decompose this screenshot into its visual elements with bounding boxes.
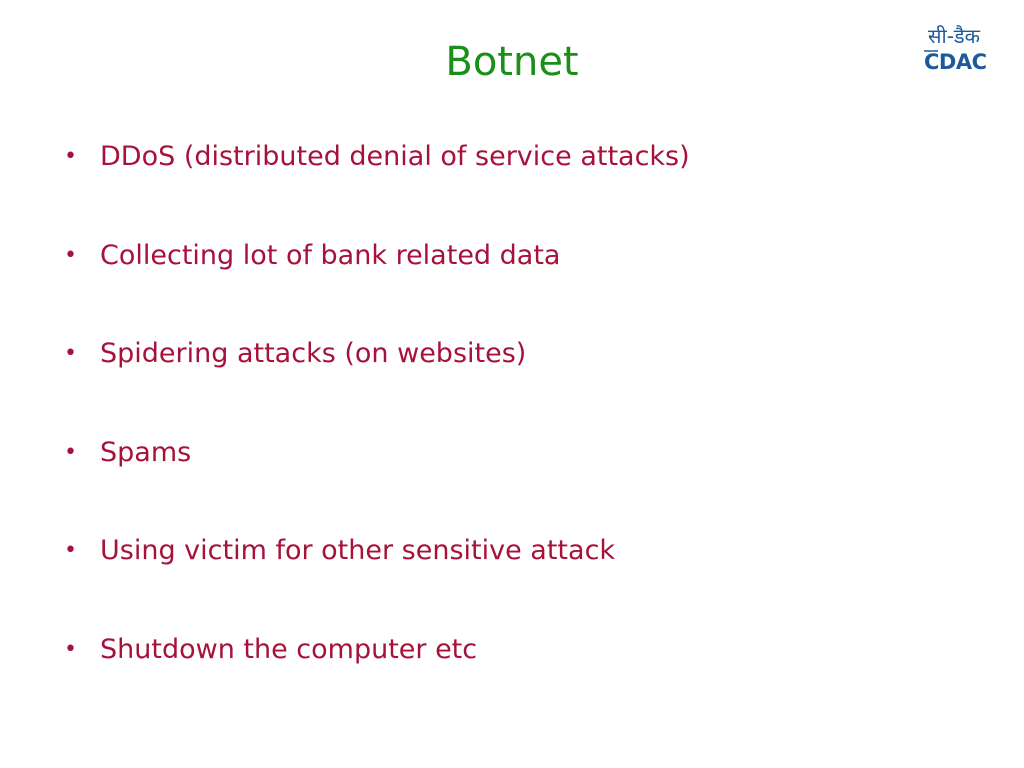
- bullet-item: • Shutdown the computer etc: [64, 623, 964, 722]
- logo-cdac-wordmark: CDAC: [924, 50, 987, 74]
- bullet-text: Collecting lot of bank related data: [100, 239, 561, 271]
- bullet-text: DDoS (distributed denial of service atta…: [100, 141, 690, 172]
- bullet-item: • DDoS (distributed denial of service at…: [64, 130, 964, 229]
- bullet-item: • Spams: [64, 426, 964, 525]
- bullet-marker: •: [64, 341, 77, 366]
- bullet-item: • Collecting lot of bank related data: [64, 229, 964, 328]
- logo-latin-text: CDAC: [924, 50, 987, 74]
- bullet-marker: •: [64, 538, 77, 563]
- bullet-text: Spams: [100, 436, 192, 468]
- logo-hindi-text: सी-डैक: [928, 24, 980, 48]
- bullet-item: • Using victim for other sensitive attac…: [64, 524, 964, 623]
- bullet-text: Using victim for other sensitive attack: [100, 535, 616, 566]
- cdac-logo: सी-डैक CDAC: [924, 26, 994, 76]
- bullet-text: Spidering attacks (on websites): [100, 338, 527, 369]
- bullet-marker: •: [64, 636, 77, 662]
- bullet-item: • Spidering attacks (on websites): [64, 327, 964, 426]
- bullet-marker: •: [64, 144, 77, 169]
- bullet-text: Shutdown the computer etc: [100, 633, 478, 665]
- bullet-list: • DDoS (distributed denial of service at…: [64, 130, 964, 721]
- slide-title: Botnet: [445, 39, 579, 85]
- bullet-marker: •: [64, 242, 77, 268]
- bullet-marker: •: [64, 439, 77, 465]
